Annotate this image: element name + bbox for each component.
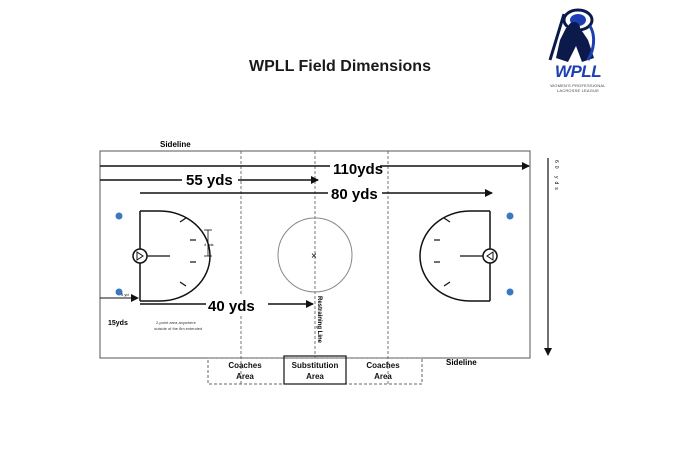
label-15: 15yds xyxy=(108,320,128,327)
label-80: 80 yds xyxy=(331,186,378,203)
substitution-area: Substitution Area xyxy=(291,361,339,381)
goal-circle-note: 4 yds xyxy=(204,242,214,247)
right-fan xyxy=(419,210,490,302)
left-top-dot xyxy=(115,212,123,220)
left-bottom-dot xyxy=(115,288,123,296)
logo-subtitle: WOMEN'S PROFESSIONAL LACROSSE LEAGUE xyxy=(550,83,606,93)
sideline-bottom-label: Sideline xyxy=(446,358,477,367)
coaches-area-left: Coaches Area xyxy=(228,361,262,381)
two-point-note-1: 2-point area anywhere xyxy=(156,320,197,325)
left-goal-circle xyxy=(132,248,148,264)
label-40: 40 yds xyxy=(208,298,255,315)
arc-dim-label: 5 yd xyxy=(121,292,129,297)
right-goal-circle xyxy=(482,248,498,264)
center-circle xyxy=(277,217,353,293)
coaches-area-right: Coaches Area xyxy=(366,361,400,381)
right-top-dot xyxy=(506,212,514,220)
restraining-line-label: Restraining Line xyxy=(316,296,322,344)
label-55: 55 yds xyxy=(186,172,233,189)
logo-wordmark: WPLL xyxy=(554,62,602,81)
two-point-note-2: outside of the 8m extended xyxy=(154,326,202,331)
label-110: 110yds xyxy=(333,161,383,178)
width-label: 60 yds xyxy=(553,160,559,193)
lacrosse-player-silhouette-icon xyxy=(548,8,596,62)
sideline-top-label: Sideline xyxy=(160,140,191,149)
wpll-logo: WPLL WOMEN'S PROFESSIONAL LACROSSE LEAGU… xyxy=(536,6,620,93)
page-title: WPLL Field Dimensions xyxy=(249,58,431,75)
right-bottom-dot xyxy=(506,288,514,296)
center-mark: × xyxy=(311,251,317,262)
